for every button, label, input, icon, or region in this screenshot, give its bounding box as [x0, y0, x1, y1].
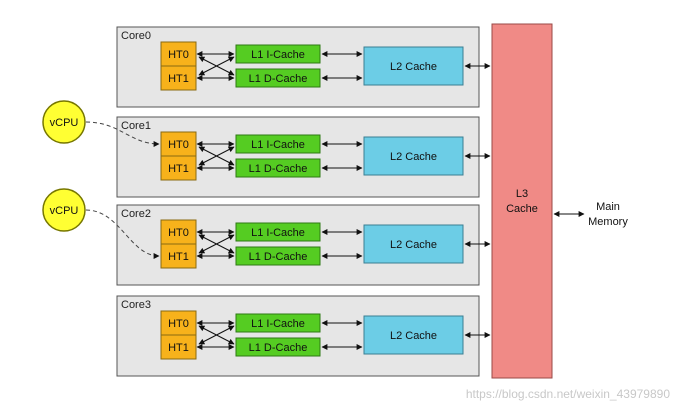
l3-cache-block: L3 Cache	[491, 23, 553, 379]
l1-dcache-label: L1 D-Cache	[249, 73, 308, 85]
vcpu-node	[42, 100, 86, 144]
l1-dcache-box	[235, 337, 321, 357]
l1-dcache-box	[235, 158, 321, 178]
ht1-label: HT1	[168, 73, 189, 85]
l3-cache-box	[491, 23, 553, 379]
core-label: Core2	[121, 208, 151, 220]
l1-icache-box	[235, 44, 321, 64]
l2-cache-box	[363, 46, 464, 86]
l1-icache-label: L1 I-Cache	[251, 139, 305, 151]
ht1-label: HT1	[168, 163, 189, 175]
l1-dcache-box	[235, 246, 321, 266]
ht1-icache-link	[198, 234, 235, 254]
l1-dcache-box	[235, 68, 321, 88]
vcpu-label: vCPU	[50, 117, 79, 129]
l2-cache-label: L2 Cache	[390, 239, 437, 251]
l2-cache-box	[363, 136, 464, 176]
l1-icache-label: L1 I-Cache	[251, 49, 305, 61]
l1-icache-box	[235, 222, 321, 242]
ht1-label: HT1	[168, 251, 189, 263]
ht1-box	[160, 155, 197, 181]
ht0-box	[160, 310, 197, 336]
vcpu-node	[42, 188, 86, 232]
l2-cache-box	[363, 315, 464, 355]
l1-icache-label: L1 I-Cache	[251, 227, 305, 239]
main-memory-label-line1: Main	[596, 201, 620, 213]
core-label: Core3	[121, 299, 151, 311]
vcpu-ht-mapping	[85, 121, 160, 147]
l3-cache-label-line1: L3	[516, 188, 528, 200]
l1-dcache-label: L1 D-Cache	[249, 163, 308, 175]
ht1-box	[160, 65, 197, 91]
l2-cache-label: L2 Cache	[390, 151, 437, 163]
main-memory-label-line2: Memory	[588, 216, 628, 228]
ht0-label: HT0	[168, 318, 189, 330]
ht1-icache-link	[198, 56, 235, 76]
ht1-box	[160, 243, 197, 269]
l3-cache-label-line2: Cache	[506, 203, 538, 215]
l2-cache-label: L2 Cache	[390, 330, 437, 342]
core-label: Core0	[121, 30, 151, 42]
ht0-label: HT0	[168, 49, 189, 61]
l1-icache-box	[235, 313, 321, 333]
vcpu-label: vCPU	[50, 205, 79, 217]
l2-cache-label: L2 Cache	[390, 61, 437, 73]
ht1-label: HT1	[168, 342, 189, 354]
core-label: Core1	[121, 120, 151, 132]
main-memory-block: Main Memory	[553, 201, 628, 228]
ht0-label: HT0	[168, 227, 189, 239]
watermark-text: https://blog.csdn.net/weixin_43979890	[466, 387, 670, 401]
l1-icache-box	[235, 134, 321, 154]
l1-icache-label: L1 I-Cache	[251, 318, 305, 330]
l1-dcache-label: L1 D-Cache	[249, 251, 308, 263]
l1-dcache-label: L1 D-Cache	[249, 342, 308, 354]
l2-cache-box	[363, 224, 464, 264]
ht0-label: HT0	[168, 139, 189, 151]
vcpu-ht-mapping	[85, 209, 160, 259]
ht1-box	[160, 334, 197, 360]
ht1-icache-link	[198, 325, 235, 345]
ht1-icache-link	[198, 146, 235, 166]
